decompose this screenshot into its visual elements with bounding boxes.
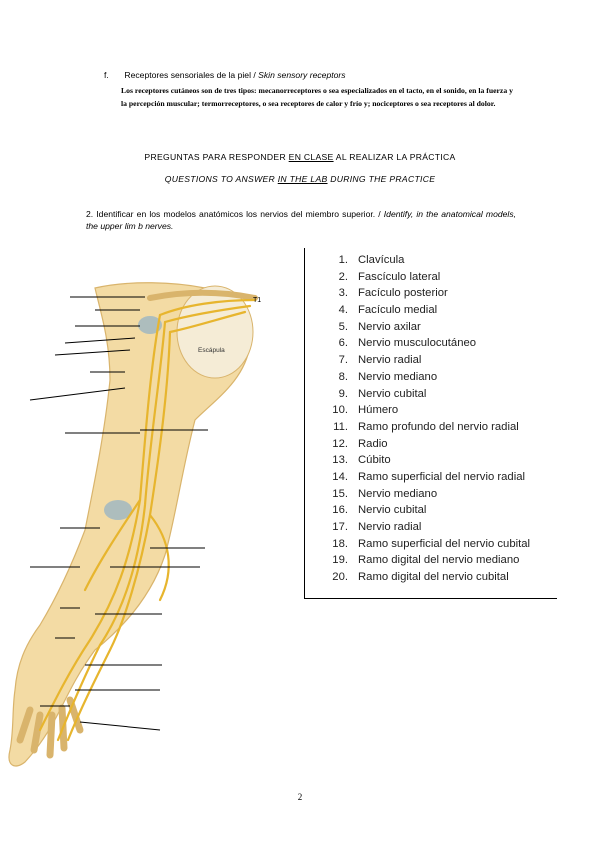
legend-number: 14.: [332, 470, 348, 483]
questions-en-post: DURING THE PRACTICE: [327, 174, 436, 184]
receptors-paragraph: Los receptores cutáneos son de tres tipo…: [121, 86, 513, 108]
legend-term: Facículo medial: [358, 304, 438, 317]
page-number: 2: [297, 792, 303, 802]
legend-number: 11.: [333, 420, 348, 433]
question-2: 2. Identificar en los modelos anatómicos…: [86, 208, 516, 232]
legend-number: 15.: [332, 487, 348, 500]
question-2-en: Identify, in the anatomical models, the …: [86, 209, 517, 231]
legend-item: 1. Clavícula: [304, 252, 530, 269]
questions-en-pre: QUESTIONS TO ANSWER: [164, 174, 278, 184]
legend-term: Ramo superficial del nervio radial: [358, 470, 526, 483]
axilla-vessels: [138, 316, 162, 334]
legend-item: 19. Ramo digital del nervio mediano: [304, 552, 530, 569]
legend-number: 13.: [332, 454, 348, 467]
legend-item: 16. Nervio cubital: [304, 502, 530, 519]
legend-item: 10. Húmero: [304, 402, 530, 419]
legend-term: Nervio cubital: [358, 387, 427, 400]
legend-term: Nervio axilar: [358, 320, 421, 333]
legend-number: 12.: [332, 437, 348, 450]
section-f-heading: f. Receptores sensoriales de la piel / S…: [104, 70, 346, 80]
legend-term: Nervio mediano: [358, 370, 438, 383]
legend-item: 20. Ramo digital del nervio cubital: [304, 569, 530, 586]
legend-item: 12. Radio: [304, 436, 530, 453]
legend-number: 4.: [338, 304, 348, 317]
label-t1: T1: [253, 297, 261, 304]
legend-number: 3.: [338, 287, 348, 300]
label-escapula: Escápula: [198, 347, 225, 354]
legend-number: 5.: [338, 320, 348, 333]
legend-term: Radio: [358, 437, 388, 450]
questions-heading-en: QUESTIONS TO ANSWER IN THE LAB DURING TH…: [0, 174, 600, 184]
legend-term: Nervio radial: [358, 354, 422, 367]
legend-term: Nervio musculocutáneo: [358, 337, 477, 350]
section-title-es: Receptores sensoriales de la piel /: [124, 70, 259, 80]
legend-term: Húmero: [358, 404, 399, 417]
leader-lines: [29, 296, 208, 731]
legend-term: Nervio mediano: [358, 487, 438, 500]
legend-number: 9.: [338, 387, 348, 400]
legend-item: 9. Nervio cubital: [304, 386, 530, 403]
legend-item: 11. Ramo profundo del nervio radial: [304, 419, 530, 436]
legend-item: 4. Facículo medial: [304, 302, 530, 319]
hand-fingers: [16, 696, 84, 759]
legend-term: Facículo posterior: [358, 287, 448, 300]
section-title-en: Skin sensory receptors: [258, 70, 346, 80]
legend-number: 7.: [338, 354, 348, 367]
questions-es-underlined: EN CLASE: [288, 152, 334, 162]
legend-term: Ramo superficial del nervio cubital: [358, 537, 531, 550]
questions-es-post: AL REALIZAR LA PRÁCTICA: [333, 152, 456, 162]
legend-item: 3. Facículo posterior: [304, 285, 530, 302]
legend-item: 6. Nervio musculocutáneo: [304, 335, 530, 352]
upper-limb-nerves-illustration: T1 Escápula: [8, 282, 261, 767]
section-letter: f.: [104, 70, 109, 80]
legend-item: 7. Nervio radial: [304, 352, 530, 369]
questions-en-underlined: IN THE LAB: [277, 174, 328, 184]
legend-item: 2. Fascículo lateral: [304, 269, 530, 286]
elbow-vessels: [104, 500, 132, 520]
legend-number: 2.: [338, 270, 348, 283]
legend-item: 17. Nervio radial: [304, 519, 530, 536]
legend-number: 6.: [338, 337, 348, 350]
legend-number: 17.: [332, 521, 348, 533]
legend-term: Nervio radial: [358, 521, 422, 533]
legend-box: [304, 248, 557, 599]
legend-number: 19.: [332, 554, 348, 567]
questions-es-pre: PREGUNTAS PARA RESPONDER: [144, 152, 289, 162]
nerves: [38, 298, 257, 742]
legend-number: 8.: [338, 370, 348, 383]
legend-item: 13. Cúbito: [304, 452, 530, 469]
legend-item: 8. Nervio mediano: [304, 369, 530, 386]
legend-item: 14. Ramo superficial del nervio radial: [304, 469, 530, 486]
legend-item: 5. Nervio axilar: [304, 319, 530, 336]
legend-list: 1. Clavícula 2. Fascículo lateral 3. Facículo…: [304, 252, 530, 586]
legend-term: Ramo digital del nervio cubital: [358, 571, 509, 584]
question-2-es: 2. Identificar en los modelos anatómicos…: [86, 209, 384, 219]
legend-item: 18. Ramo superficial del nervio cubital: [304, 536, 530, 553]
legend-term: Nervio cubital: [358, 504, 427, 517]
legend-number: 18.: [332, 537, 348, 550]
legend-number: 20.: [332, 571, 348, 584]
legend-number: 16.: [332, 504, 348, 517]
legend-term: Clavícula: [358, 254, 405, 266]
legend-term: Cúbito: [358, 454, 391, 467]
legend-term: Ramo profundo del nervio radial: [358, 420, 519, 433]
legend-term: Fascículo lateral: [358, 270, 441, 283]
legend-term: Ramo digital del nervio mediano: [358, 554, 520, 567]
clavicle: [147, 289, 258, 301]
legend-number: 1.: [338, 254, 348, 266]
legend-number: 10.: [332, 404, 348, 417]
questions-heading-es: PREGUNTAS PARA RESPONDER EN CLASE AL REA…: [0, 152, 600, 162]
legend-item: 15. Nervio mediano: [304, 486, 530, 503]
